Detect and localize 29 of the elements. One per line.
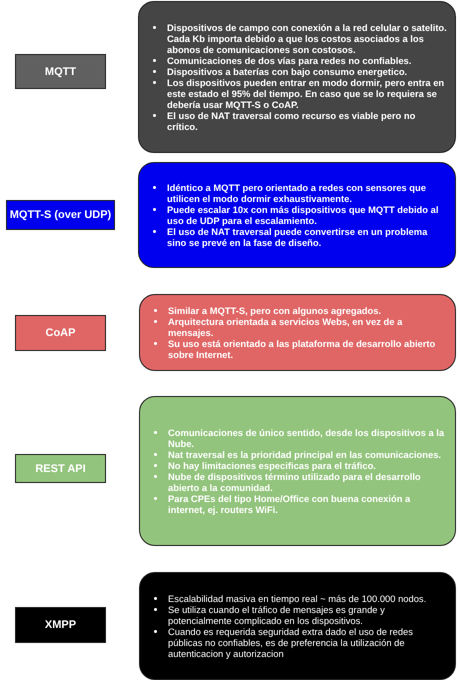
bullet-text: Arquitectura orientada a servicios Webs, en vez de a mensajes. xyxy=(168,316,404,338)
bullet-text: Los dispositivos pueden entrar en modo dormir, pero entra en este estado el 95% del tiempo. En caso que se lo requiera se debería usar MQTT-S o CoAP. xyxy=(167,77,446,110)
bullet-text: Puede escalar 10x con más dispositivos que MQTT debido al uso de UDP para el escalamiento. xyxy=(167,204,440,226)
bullet-text: Se utiliza cuando el tráfico de mensajes es grande y potencialmente complicado en los dispositivos. xyxy=(168,604,386,626)
description-panel xyxy=(138,162,456,268)
bullet-text: Dispositivos a baterías con bajo consumo energetico. xyxy=(167,66,408,77)
description-panel xyxy=(139,572,456,680)
bullet-text: El uso de NAT traversal como recurso es viable pero no crítico. xyxy=(167,110,416,132)
bullet-text: Para CPEs del tipo Home/Office con buena conexión a internet, ej. routers WiFi. xyxy=(168,493,412,515)
bullet-text: El uso de NAT traversal puede convertirse en un problema sino se prevé en la fase de diseño. xyxy=(167,226,428,248)
protocol-label-box: CoAP xyxy=(15,315,106,351)
bullet-text: Cuando es requerida seguridad extra dado el uso de redes públicas no confiables, es de preferencia la utilización de autenticacion y autorizacion xyxy=(168,626,414,659)
protocol-label-box: REST API xyxy=(15,454,106,483)
bullet-text: Su uso está orientado a las plataforma de desarrollo abierto sobre Internet. xyxy=(168,338,436,360)
bullet-text: Nat traversal es la prioridad principal en las comunicaciones. xyxy=(168,449,442,460)
protocol-label-box: MQTT-S (over UDP) xyxy=(6,200,115,230)
protocol-label-box: XMPP xyxy=(15,607,106,643)
description-panel xyxy=(138,1,456,153)
bullet-text: Similar a MQTT-S, pero con algunos agregados. xyxy=(168,305,382,316)
bullet-text: Comunicaciones de dos vías para redes no confiables. xyxy=(167,55,412,66)
bullet-text: Comunicaciones de único sentido, desde los dispositivos a la Nube. xyxy=(168,427,446,449)
bullet-text: Escalabilidad masiva en tiempo real ~ más de 100.000 nodos. xyxy=(168,593,426,604)
bullet-text: Dispositivos de campo con conexión a la red celular o satelito. Cada Kb importa debido a que los costos asociados a los abonos de comunicaciones son costosos. xyxy=(167,22,447,55)
description-panel xyxy=(139,294,456,371)
bullet-text: Idéntico a MQTT pero orientado a redes con sensores que utilicen el modo dormir exhaustivamente. xyxy=(167,182,427,204)
description-panel xyxy=(139,396,456,546)
protocol-label-box: MQTT xyxy=(15,54,106,89)
bullet-text: Nube de dispositivos término utilizado para el desarrollo abierto a la comunidad. xyxy=(168,471,422,493)
bullet-text: No hay limitaciones especificas para el tráfico. xyxy=(168,460,376,471)
